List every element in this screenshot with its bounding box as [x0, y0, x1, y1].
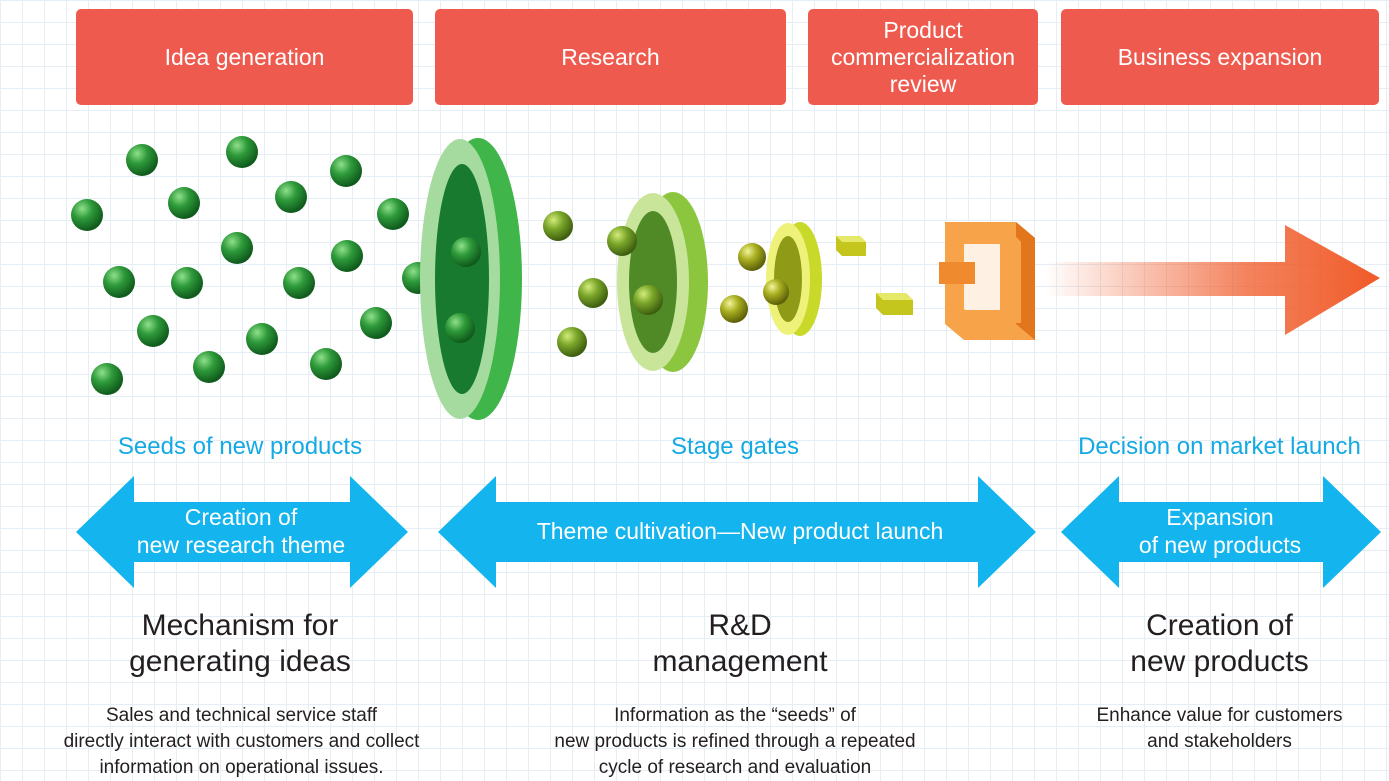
- heading-idea-mechanism: Mechanism for generating ideas: [129, 609, 351, 678]
- arrow-label-expansion: Expansion of new products: [1138, 504, 1302, 558]
- phase-research: Research: [435, 9, 786, 105]
- seeds-cluster: [71, 136, 434, 395]
- commercialization-gate: [939, 222, 1035, 340]
- label-seeds: Seeds of new products: [117, 433, 363, 460]
- launch-arrow: [1045, 225, 1380, 335]
- double-arrow-2: [438, 476, 1036, 588]
- funnel-illustration: [71, 136, 1380, 420]
- double-arrow-3: [1061, 476, 1381, 588]
- label-stage-gates: Stage gates: [670, 433, 800, 460]
- heading-new-products: Creation of new products: [1130, 609, 1309, 678]
- heading-rd-management: R&D management: [652, 609, 828, 678]
- phase-business-expansion: Business expansion: [1061, 9, 1379, 105]
- desc-idea-mechanism: Sales and technical service staff direct…: [63, 705, 420, 778]
- phase-idea-generation: Idea generation: [76, 9, 413, 105]
- label-market-decision: Decision on market launch: [1078, 433, 1361, 460]
- desc-rd-management: Information as the “seeds” of new produc…: [554, 705, 916, 778]
- stage-gate-1: [420, 138, 522, 420]
- product-blocks: [836, 236, 913, 315]
- arrow-label-theme-cultivation: Theme cultivation—New product launch: [536, 518, 944, 544]
- arrow-label-new-theme: Creation of new research theme: [136, 504, 346, 558]
- double-arrow-1: [76, 476, 408, 588]
- desc-new-products: Enhance value for customers and stakehol…: [1096, 705, 1343, 752]
- stage-gate-3: [763, 222, 822, 336]
- phase-commercialization-review: Product commercialization review: [808, 9, 1038, 105]
- stage-gate-2: [607, 192, 708, 372]
